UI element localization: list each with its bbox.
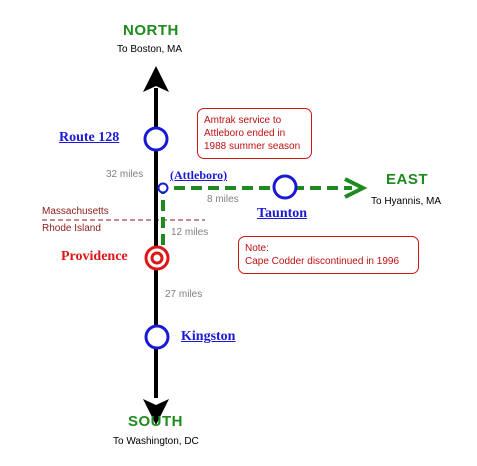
south-arrowhead (143, 399, 169, 425)
kingston-station-marker[interactable] (144, 324, 170, 350)
taunton-station-marker[interactable] (272, 174, 298, 200)
route128-station-link[interactable]: Route 128 (59, 130, 120, 145)
kingston-station-link[interactable]: Kingston (181, 329, 236, 344)
note-amtrak-line-2: Attleboro ended in (204, 128, 286, 139)
east-destination: To Hyannis, MA (371, 196, 442, 207)
note-cape-codder-line-2: Cape Codder discontinued in 1996 (245, 256, 399, 267)
note-cape-codder: Note: Cape Codder discontinued in 1996 (238, 236, 419, 274)
distance-attleboro-providence: 12 miles (171, 227, 209, 238)
north-destination: To Boston, MA (117, 44, 183, 55)
attleboro-station-marker[interactable] (157, 182, 169, 194)
distance-providence-kingston: 27 miles (165, 289, 203, 300)
providence-station-label: Providence (61, 249, 128, 264)
distance-route128-attleboro: 32 miles (106, 169, 144, 180)
state-label-massachusetts: Massachusetts (42, 206, 109, 217)
south-label: SOUTH (128, 413, 183, 430)
north-arrowhead (143, 66, 169, 92)
note-amtrak-line-1: Amtrak service to (204, 115, 282, 126)
taunton-station-link[interactable]: Taunton (257, 206, 308, 221)
providence-station-marker-inner (150, 251, 164, 265)
distance-attleboro-taunton: 8 miles (207, 194, 239, 205)
note-amtrak-line-3: 1988 summer season (204, 141, 301, 152)
note-amtrak-attleboro: Amtrak service to Attleboro ended in 198… (197, 108, 312, 159)
state-label-rhode-island: Rhode Island (42, 223, 101, 234)
attleboro-station-link[interactable]: (Attleboro) (170, 168, 228, 182)
route128-station-marker[interactable] (143, 126, 169, 152)
east-arrowhead (344, 177, 368, 199)
north-label: NORTH (123, 22, 179, 39)
east-label: EAST (386, 171, 429, 188)
south-destination: To Washington, DC (113, 436, 199, 447)
note-cape-codder-line-1: Note: (245, 243, 269, 254)
